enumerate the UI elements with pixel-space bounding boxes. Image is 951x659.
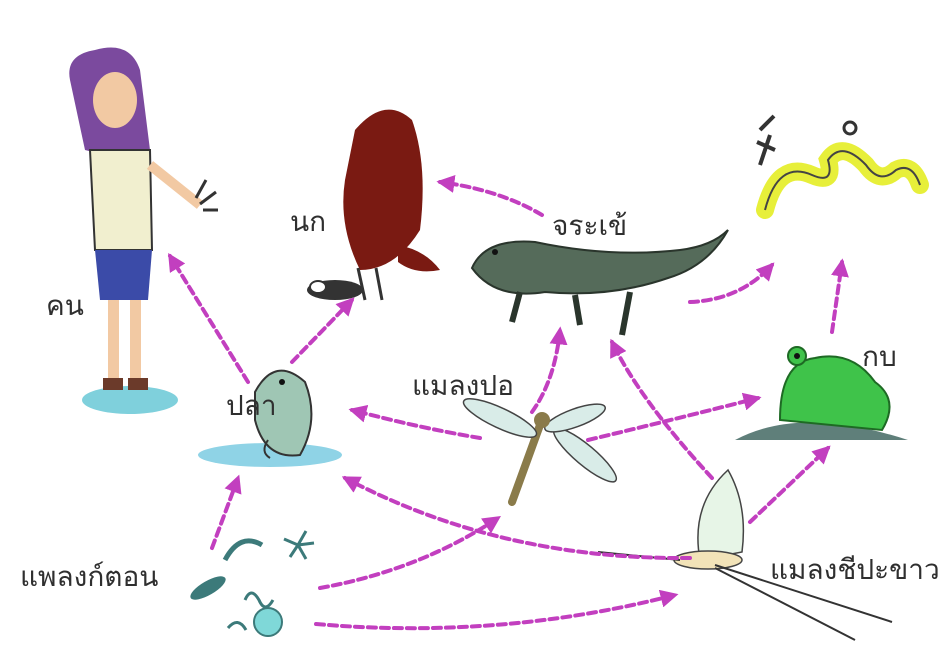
plankton-icon [187,531,314,636]
label-plankton: แพลงก์ตอน [20,563,158,591]
arrow-frog-to-worm [832,262,842,332]
person-icon [69,48,218,415]
arrow-mayfly-to-crocodile [612,342,712,478]
arrow-crocodile-to-worm [690,265,772,302]
label-dragonfly: แมลงปอ [412,372,514,400]
label-fish: ปลา [226,392,277,420]
label-bird: นก [290,208,326,236]
arrow-fish-to-bird [292,300,352,362]
bird-icon [307,110,440,300]
label-human: คน [46,292,84,320]
dragonfly-icon [460,392,623,502]
arrow-fish-to-human [170,256,248,382]
label-frog: กบ [862,343,897,371]
label-crocodile: จระเข้ [552,212,627,240]
crocodile-icon [472,230,728,335]
arrow-dragonfly-to-fish [352,410,480,438]
arrow-mayfly-to-frog [750,448,828,522]
arrow-plankton-to-fish [212,478,238,548]
label-mayfly: แมลงชีปะขาว [770,556,940,584]
worm-icon [757,116,920,210]
arrow-dragonfly-to-crocodile [532,330,560,412]
arrow-plankton-to-mayfly [316,595,675,628]
arrow-crocodile-to-bird [440,182,542,215]
